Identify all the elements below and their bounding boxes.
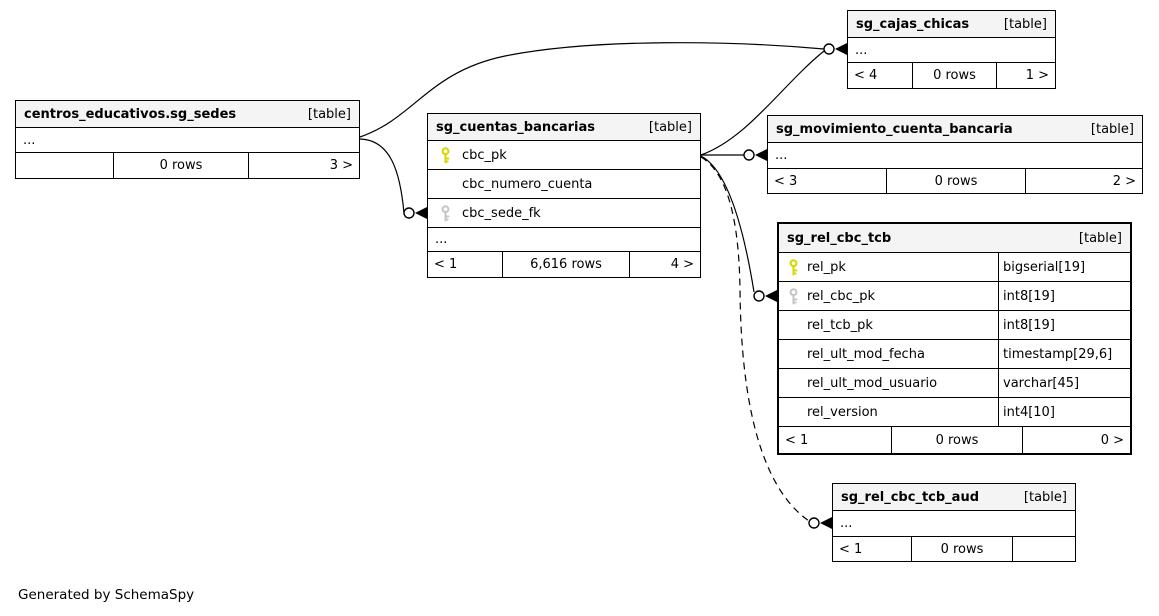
more-columns-ellipsis: ...	[428, 228, 700, 252]
column-name: cbc_pk	[462, 147, 507, 163]
column-row: rel_ult_mod_usuario varchar[45]	[779, 369, 1130, 398]
crowsfoot-icon-rel-aud	[820, 517, 832, 529]
column-name: rel_pk	[807, 259, 846, 275]
table-footer: < 1 0 rows	[833, 537, 1075, 561]
column-row: rel_cbc_pk int8[19]	[779, 282, 1130, 311]
table-tag: [table]	[1078, 230, 1122, 246]
column-row: rel_pk bigserial[19]	[779, 253, 1130, 282]
table-name: sg_cajas_chicas	[856, 16, 970, 32]
footer-prev-count: < 1	[434, 257, 458, 272]
column-type: bigserial[19]	[1003, 259, 1086, 275]
zero-marker-cajas	[823, 43, 835, 55]
footer-prev-count: < 1	[839, 541, 863, 557]
edge-cuentas-to-rel	[700, 155, 755, 293]
footer-row-count: 0 rows	[912, 63, 996, 88]
column-type: int4[10]	[1003, 404, 1055, 420]
footer-row-count: 6,616 rows	[502, 252, 629, 277]
column-name: cbc_numero_cuenta	[462, 176, 593, 192]
table-footer: < 4 0 rows 1 >	[848, 63, 1055, 88]
more-columns-ellipsis: ...	[768, 143, 1142, 169]
footer-row-count: 0 rows	[891, 427, 1022, 453]
column-row: cbc_sede_fk	[428, 199, 700, 228]
footer-row-count: 0 rows	[886, 169, 1025, 193]
table-node-sg-cajas-chicas[interactable]: sg_cajas_chicas [table] ... < 4 0 rows 1…	[847, 10, 1056, 89]
column-type: varchar[45]	[1003, 375, 1080, 391]
table-header: sg_movimiento_cuenta_bancaria [table]	[768, 116, 1142, 143]
column-type: int8[19]	[1003, 317, 1055, 333]
table-name: sg_rel_cbc_tcb	[787, 230, 892, 246]
table-header: sg_cuentas_bancarias [table]	[428, 114, 700, 141]
column-name: rel_cbc_pk	[807, 288, 875, 304]
table-tag: [table]	[1003, 16, 1047, 32]
table-node-sg-sedes[interactable]: centros_educativos.sg_sedes [table] ... …	[15, 100, 360, 179]
table-name: centros_educativos.sg_sedes	[24, 106, 237, 122]
table-footer: 0 rows 3 >	[16, 153, 359, 178]
footer-row-count: 0 rows	[911, 537, 1012, 561]
column-name: rel_ult_mod_usuario	[807, 375, 938, 391]
primary-key-icon	[779, 258, 807, 276]
table-tag: [table]	[1090, 121, 1134, 137]
table-tag: [table]	[1023, 489, 1067, 505]
footer-next-count: 4 >	[629, 252, 700, 277]
generator-credit: Generated by SchemaSpy	[18, 587, 195, 603]
table-node-sg-rel-cbc-tcb-aud[interactable]: sg_rel_cbc_tcb_aud [table] ... < 1 0 row…	[832, 483, 1076, 562]
crowsfoot-icon-cuentas	[415, 207, 427, 219]
table-header: sg_cajas_chicas [table]	[848, 11, 1055, 38]
table-header: sg_rel_cbc_tcb_aud [table]	[833, 484, 1075, 511]
footer-next-count: 1 >	[996, 63, 1055, 88]
column-name: rel_tcb_pk	[807, 317, 873, 333]
column-name: rel_ult_mod_fecha	[807, 346, 925, 362]
crowsfoot-icon-cajas	[835, 43, 847, 55]
column-row: cbc_numero_cuenta	[428, 170, 700, 199]
column-type: timestamp[29,6]	[1003, 346, 1113, 362]
crowsfoot-icon-movimiento	[755, 149, 767, 161]
more-columns-ellipsis: ...	[848, 38, 1055, 63]
zero-marker-cuentas	[403, 207, 415, 219]
foreign-key-icon	[428, 204, 462, 222]
edge-sedes-to-cuentas	[359, 138, 405, 214]
table-tag: [table]	[648, 119, 692, 135]
column-name: cbc_sede_fk	[462, 205, 541, 221]
table-name: sg_movimiento_cuenta_bancaria	[776, 121, 1013, 137]
zero-marker-rel	[753, 290, 765, 302]
zero-marker-rel-aud	[808, 517, 820, 529]
footer-prev-count: < 4	[854, 68, 878, 83]
table-footer: < 1 0 rows 0 >	[779, 427, 1130, 453]
more-columns-ellipsis: ...	[16, 128, 359, 153]
footer-next-count: 3 >	[248, 153, 359, 178]
footer-prev-count	[16, 153, 113, 178]
table-footer: < 3 0 rows 2 >	[768, 169, 1142, 193]
foreign-key-icon	[779, 287, 807, 305]
table-tag: [table]	[307, 106, 351, 122]
footer-next-count: 2 >	[1025, 169, 1142, 193]
zero-marker-movimiento	[743, 149, 755, 161]
column-row: rel_tcb_pk int8[19]	[779, 311, 1130, 340]
footer-next-count: 0 >	[1022, 427, 1130, 453]
footer-row-count: 0 rows	[113, 153, 248, 178]
column-row: cbc_pk	[428, 141, 700, 170]
table-name: sg_rel_cbc_tcb_aud	[841, 489, 980, 505]
primary-key-icon	[428, 146, 462, 164]
more-columns-ellipsis: ...	[833, 511, 1075, 537]
column-row: rel_version int4[10]	[779, 398, 1130, 427]
table-node-sg-cuentas-bancarias[interactable]: sg_cuentas_bancarias [table] cbc_pk cbc_…	[427, 113, 701, 278]
table-header: centros_educativos.sg_sedes [table]	[16, 101, 359, 128]
table-node-sg-movimiento-cuenta-bancaria[interactable]: sg_movimiento_cuenta_bancaria [table] ..…	[767, 115, 1143, 194]
column-name: rel_version	[807, 404, 878, 420]
column-row: rel_ult_mod_fecha timestamp[29,6]	[779, 340, 1130, 369]
table-footer: < 1 6,616 rows 4 >	[428, 252, 700, 277]
table-header: sg_rel_cbc_tcb [table]	[779, 224, 1130, 253]
footer-next-count	[1012, 537, 1075, 561]
footer-prev-count: < 3	[774, 173, 798, 189]
crowsfoot-icon-rel	[765, 290, 777, 302]
footer-prev-count: < 1	[785, 432, 809, 448]
table-name: sg_cuentas_bancarias	[436, 119, 595, 135]
column-type: int8[19]	[1003, 288, 1055, 304]
table-node-sg-rel-cbc-tcb[interactable]: sg_rel_cbc_tcb [table] rel_pk bigserial[…	[777, 222, 1132, 455]
